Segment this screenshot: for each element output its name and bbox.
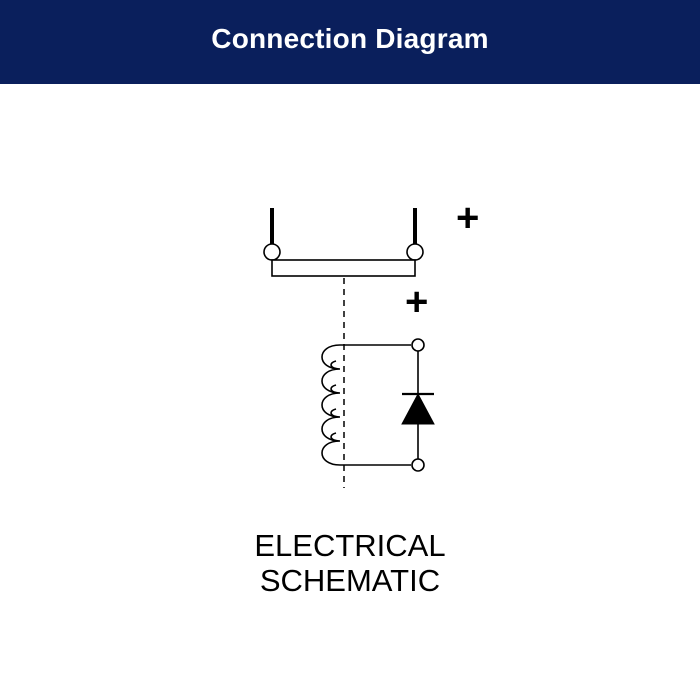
- contact-positive-label: +: [456, 196, 480, 240]
- left-contact-terminal: [263, 243, 281, 261]
- contact-bar: [271, 259, 416, 277]
- coil-positive-terminal: [411, 338, 425, 352]
- page-title: Connection Diagram: [211, 23, 489, 54]
- caption-line-1: ELECTRICAL: [254, 528, 446, 563]
- coil-positive-label: +: [405, 280, 429, 324]
- diode-symbol: [401, 392, 435, 425]
- header-bar: Connection Diagram: [0, 0, 700, 84]
- relay-coil: [321, 344, 341, 466]
- electrical-schematic-diagram: [263, 208, 435, 488]
- right-contact-terminal: [406, 243, 424, 261]
- coil-negative-terminal: [411, 458, 425, 472]
- caption-line-2: SCHEMATIC: [259, 563, 441, 598]
